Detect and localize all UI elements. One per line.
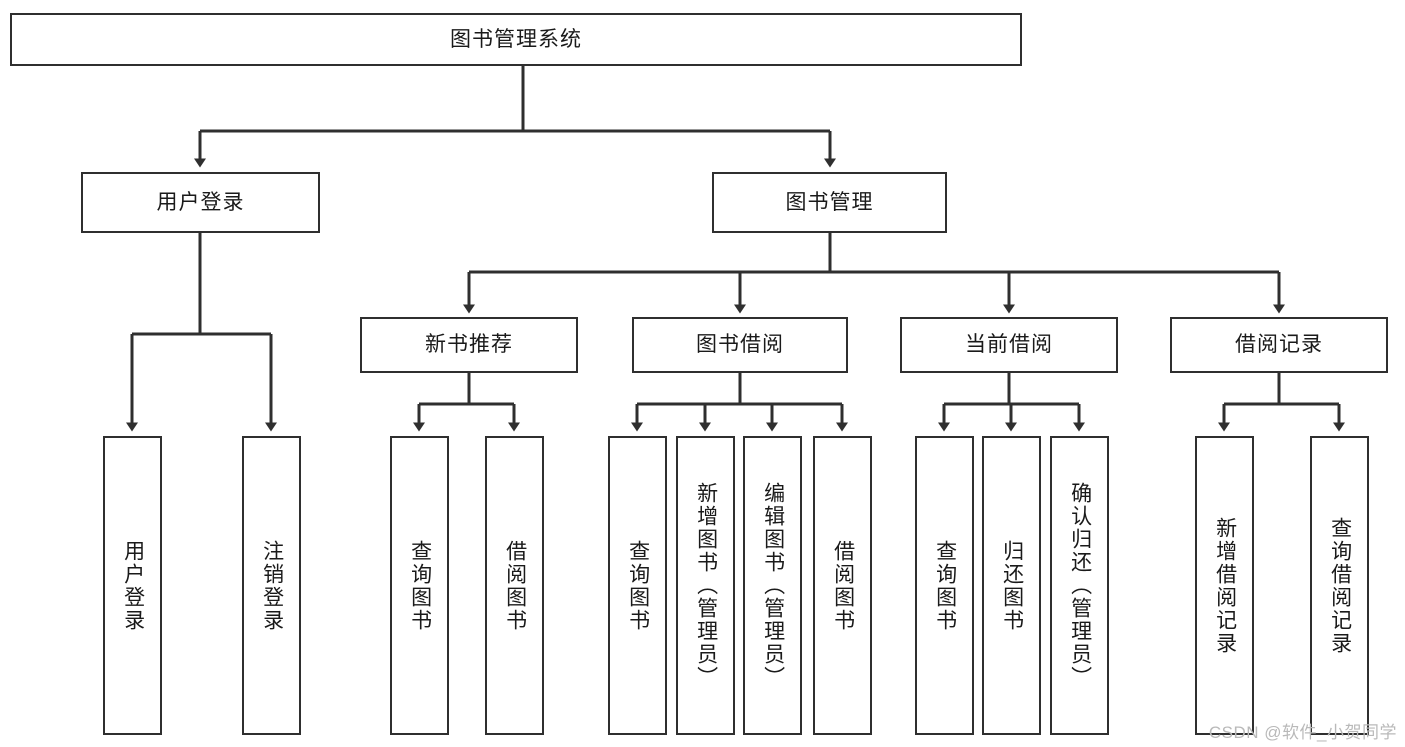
node-label: 图书管理 (785, 190, 874, 214)
node-root-book-management-system[interactable]: 图书管理系统 (10, 13, 1022, 66)
leaf-recommend-query-book[interactable]: 查询图书 (390, 436, 449, 735)
leaf-user-login-login[interactable]: 用户登录 (103, 436, 162, 735)
leaf-user-login-logout[interactable]: 注销登录 (242, 436, 301, 735)
leaf-borrow-add-book-admin[interactable]: 新增图书（管理员） (676, 436, 735, 735)
node-new-book-recommend[interactable]: 新书推荐 (360, 317, 578, 373)
leaf-label: 新增借阅记录 (1213, 516, 1237, 655)
leaf-label: 归还图书 (1000, 539, 1024, 632)
leaf-label: 借阅图书 (503, 539, 527, 632)
node-current-borrow[interactable]: 当前借阅 (900, 317, 1118, 373)
leaf-label: 注销登录 (260, 539, 284, 632)
leaf-label: 用户登录 (121, 539, 145, 632)
leaf-borrow-query-book[interactable]: 查询图书 (608, 436, 667, 735)
leaf-current-query-book[interactable]: 查询图书 (915, 436, 974, 735)
node-borrow-record[interactable]: 借阅记录 (1170, 317, 1388, 373)
node-label: 图书借阅 (696, 333, 784, 357)
leaf-current-confirm-return-admin[interactable]: 确认归还（管理员） (1050, 436, 1109, 735)
node-book-management[interactable]: 图书管理 (712, 172, 947, 233)
leaf-label: 查询借阅记录 (1328, 516, 1352, 655)
leaf-label: 确认归还（管理员） (1068, 482, 1092, 689)
node-user-login[interactable]: 用户登录 (81, 172, 320, 233)
leaf-label: 查询图书 (408, 539, 432, 632)
node-book-borrow[interactable]: 图书借阅 (632, 317, 848, 373)
leaf-record-add-borrow-record[interactable]: 新增借阅记录 (1195, 436, 1254, 735)
leaf-label: 查询图书 (933, 539, 957, 632)
leaf-label: 查询图书 (626, 539, 650, 632)
node-label: 用户登录 (156, 190, 245, 214)
leaf-current-return-book[interactable]: 归还图书 (982, 436, 1041, 735)
leaf-label: 新增图书（管理员） (694, 482, 718, 689)
node-label: 图书管理系统 (450, 27, 582, 51)
leaf-label: 借阅图书 (831, 539, 855, 632)
node-label: 当前借阅 (965, 333, 1053, 357)
node-label: 新书推荐 (425, 333, 513, 357)
node-label: 借阅记录 (1235, 333, 1323, 357)
leaf-label: 编辑图书（管理员） (761, 482, 785, 689)
leaf-recommend-borrow-book[interactable]: 借阅图书 (485, 436, 544, 735)
leaf-borrow-borrow-book[interactable]: 借阅图书 (813, 436, 872, 735)
leaf-record-query-borrow-record[interactable]: 查询借阅记录 (1310, 436, 1369, 735)
leaf-borrow-edit-book-admin[interactable]: 编辑图书（管理员） (743, 436, 802, 735)
